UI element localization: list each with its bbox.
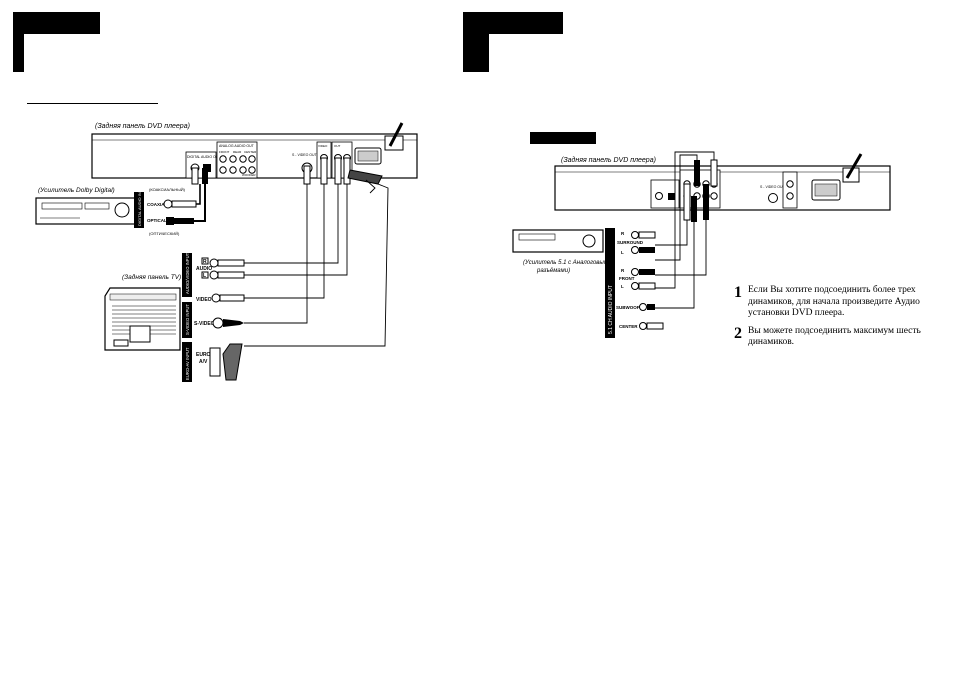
tv-audio-label: AUDIO [196,266,212,272]
right-rear-panel-caption: (Задняя панель DVD плеера) [561,156,656,164]
tv-l-label: L [203,273,206,279]
left-header-tab-inner [24,34,100,74]
svideo-input-bar [182,302,192,338]
woofer-label: WOOFER [242,173,256,177]
surround-label: SURROUND [617,240,644,245]
tv-euro-label: EURO [196,352,211,358]
power-cord [388,122,404,147]
av-input-bar [182,253,192,297]
step-2-text: Вы можете подсоединить максимум шесть ди… [748,325,921,348]
analog-audio-out-label: ANALOG AUDIO OUT [219,144,255,148]
coax-plug [191,167,199,185]
step-2-number: 2 [734,324,742,342]
video-out-label: VIDEO [318,144,328,148]
audio-l-cable [244,184,348,276]
optical-note: (ОПТИЧЕСКИЙ) [149,231,180,236]
video-cable [244,184,325,299]
audio-r-cable [244,184,339,264]
instruction-steps: 1 Если Вы хотите подсоединить более трех… [734,285,924,355]
svideo-cable [244,184,308,324]
euro-input-label: EURO-AV INPUT [185,347,190,380]
tv-r-label: R [203,259,207,265]
left-section-rule [27,103,158,104]
svideo-out-label: S - VIDEO OUT [292,153,318,157]
digital-audio-in-label: DIGITAL AUDIO IN [137,192,142,226]
step-1-number: 1 [734,284,742,301]
right-header-tab-inner [489,34,563,74]
av-input-label: AUDIO/VIDEO INPUT [185,252,190,294]
coaxial-label: COAXIAL [147,202,168,207]
tv-rear [104,287,181,351]
right-svideo-out-label: S - VIDEO OUT [760,185,786,189]
right-amplifier [512,229,604,253]
audio-out-label: OUT [334,144,341,148]
digital-audio-in-label-bg [134,192,144,228]
euro-input-bar [182,342,192,382]
tv-video-label: VIDEO [196,297,212,303]
left-connection-diagram: (Задняя панель DVD плеера) DIGITAL AUDIO… [35,122,418,382]
rear-label: REAR [233,150,242,154]
tv-scart-plug [222,343,243,381]
right-connection-diagram: (Задняя панель DVD плеера) S - VIDEO OUT… [512,151,891,338]
ch51-input-label: 5.1 CH AUDIO INPUT [608,285,614,334]
tv-caption: (Задняя панель TV) [122,273,181,281]
front-l: L [621,284,624,289]
digital-audio-out-label: DIGITAL AUDIO OUT [187,155,221,159]
front-label: FRONT [219,150,229,154]
optical-cable [194,184,206,222]
left-rear-panel-caption: (Задняя панель DVD плеера) [95,122,190,130]
front-label-r: FRONT [619,276,635,281]
left-amp-caption: (Усилитель Dolby Digital) [38,187,115,194]
surround-r: R [621,231,625,236]
optical-plug [202,168,208,184]
step-1: 1 Если Вы хотите подсоединить более трех… [734,285,924,320]
right-section-label [530,132,596,144]
step-1-text: Если Вы хотите подсоединить более трех д… [748,285,920,318]
step-2: 2 Вы можете подсоединить максимум шесть … [734,324,924,349]
right-amp-caption-2: разъёмами) [536,268,570,274]
center-label-r: CENTER [619,324,638,329]
coax-note: (КОАКСИАЛЬНЫЙ) [149,187,186,192]
tv-av-label: A/V [199,359,208,365]
surround-l: L [621,250,624,255]
optical-label: OPTICAL [147,218,167,223]
scart-cable [244,183,389,347]
subwoofer-label: SUBWOOFER [616,305,646,310]
tv-svideo-label: S-VIDEO [194,321,215,327]
front-r: R [621,268,625,273]
center-label: CENTER [244,150,257,154]
svideo-input-label: S-VIDEO INPUT [185,304,190,335]
ch51-input-bar [605,228,615,338]
coax-cable [196,184,201,205]
right-amp-caption-1: (Усилитель 5.1 с Аналоговыми [523,260,612,266]
